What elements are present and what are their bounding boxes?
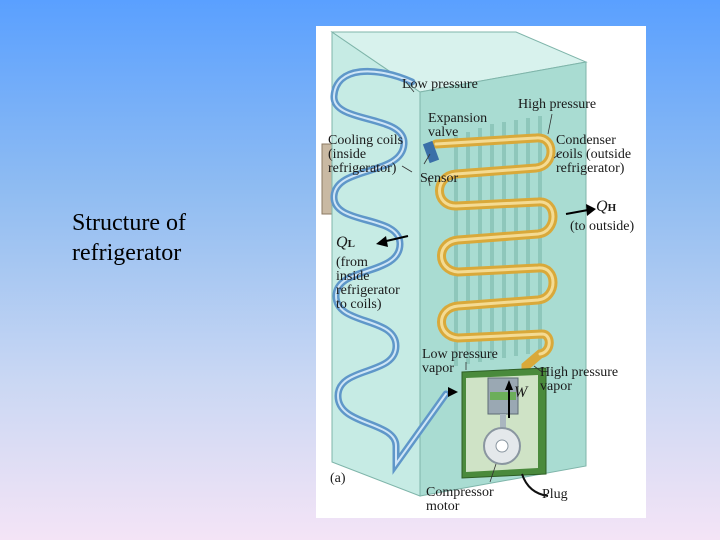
label-panel-tag: (a) [330,471,346,486]
label-expansion-valve: Expansion valve [428,111,488,140]
refrigerator-illustration [321,31,596,497]
label-low-pressure: Low pressure [402,77,478,92]
cooling-coil-highlight [332,70,447,468]
qh-subscript: H [607,202,617,214]
refrigerator-diagram: Low pressure High pressure Expansion val… [316,26,646,518]
label-low-pressure-vapor: Low pressure vapor [422,347,498,376]
vapor-in-arrow [448,387,458,397]
label-sensor: Sensor [420,171,459,186]
label-compressor-motor: Compressor motor [426,485,494,514]
condenser-coil-highlight [434,136,555,356]
label-from-inside: (from inside refrigerator to coils) [336,255,400,312]
slide-caption: Structure of refrigerator [72,208,272,268]
caption-line-1: Structure of [72,210,186,236]
label-ql: QL [336,234,355,251]
ql-symbol: Q [336,234,348,251]
label-to-outside: (to outside) [570,219,635,234]
ql-subscript: L [347,238,355,250]
label-high-pressure: High pressure [518,97,597,112]
label-condenser-coils: Condenser coils (outside refrigerator) [556,133,632,176]
label-cooling-coils: Cooling coils (inside refrigerator) [328,133,404,176]
work-arrow-head [505,380,513,390]
caption-line-2: refrigerator [72,240,182,266]
plug-cord [521,473,549,497]
label-work: W [514,384,528,401]
qh-arrow-head [586,204,596,216]
leader-lines [401,81,563,483]
label-high-pressure-vapor: High pressure vapor [540,365,619,394]
condenser-fins [454,116,542,366]
compressor [461,367,547,479]
label-plug: Plug [542,487,568,502]
label-qh: QH [596,198,617,215]
qh-symbol: Q [596,198,608,215]
qh-arrow-line [565,209,589,215]
ql-arrow-head [376,236,388,247]
expansion-valve [422,140,440,164]
